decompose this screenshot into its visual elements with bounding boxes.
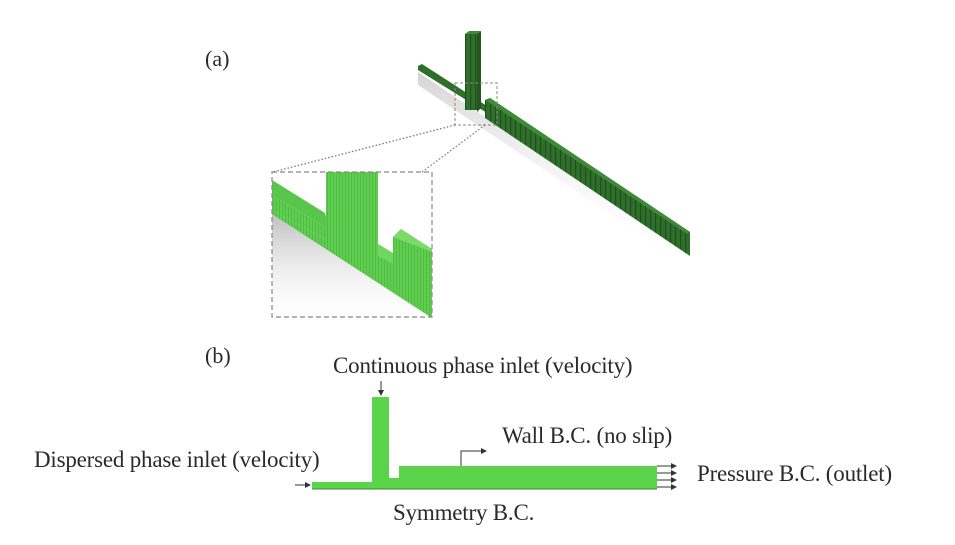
wall-bc-label: Wall B.C. (no slip) xyxy=(502,423,673,448)
continuous-phase-channel xyxy=(372,397,389,489)
symmetry-bc-label: Symmetry B.C. xyxy=(393,500,535,525)
zoom-inset xyxy=(271,171,433,318)
panel-b-label: (b) xyxy=(205,343,231,368)
junction-gap xyxy=(389,478,399,489)
mesh-main-channel xyxy=(485,98,690,256)
wall-bc-leader xyxy=(460,448,487,466)
zoom-inset-border xyxy=(271,171,433,318)
continuous-inlet-label: Continuous phase inlet (velocity) xyxy=(333,353,633,378)
zoom-region-box xyxy=(454,82,498,126)
outlet-arrows xyxy=(657,463,677,490)
zoom-connector-right xyxy=(421,124,486,173)
mesh-continuous-channel xyxy=(465,34,477,110)
mesh-3d xyxy=(418,31,690,268)
mesh-shadow xyxy=(418,72,690,268)
panel-a-label: (a) xyxy=(205,46,230,71)
dispersed-inlet-label: Dispersed phase inlet (velocity) xyxy=(34,447,320,472)
main-outlet-channel xyxy=(399,466,657,489)
pressure-outlet-label: Pressure B.C. (outlet) xyxy=(697,461,892,486)
zoom-connector-left xyxy=(272,124,456,173)
channel-2d xyxy=(312,397,657,490)
dispersed-phase-channel xyxy=(312,482,372,489)
